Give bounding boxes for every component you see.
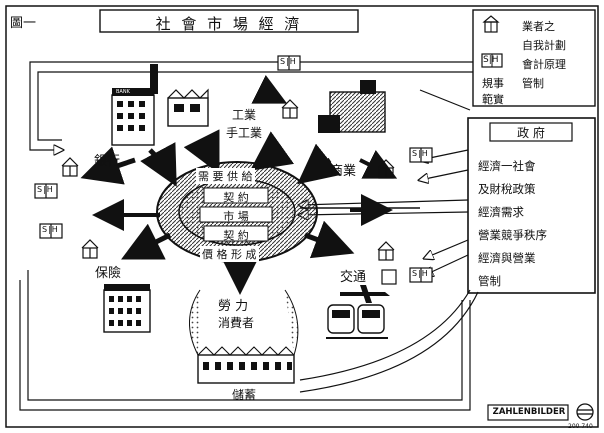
savings-label: 儲蓄 <box>232 386 256 403</box>
legend-sh-text: S|H <box>483 55 499 65</box>
sh-badge-transport: S|H <box>412 269 429 278</box>
footer-code: 200 740 <box>568 423 593 430</box>
commerce-label: 商業 <box>330 160 356 179</box>
government-item-4: 營業競爭秩序 <box>478 227 547 243</box>
footer-brand: ZAHLENBILDER <box>490 407 568 417</box>
legend-sh-label: 會計原理 <box>522 56 566 72</box>
bank-building <box>112 88 154 145</box>
consumer-label: 消費者 <box>218 314 254 331</box>
bank-sign: BANK <box>116 89 130 95</box>
sh-badge-industry: S|H <box>280 57 297 66</box>
diagram-title: 社 會 市 場 經 濟 <box>100 13 358 34</box>
figure-label: 圖一 <box>10 12 36 31</box>
market-label: 市 場 <box>200 208 272 224</box>
government-item-5: 經濟與營業 <box>478 250 536 266</box>
legend-control-b: 範實 <box>482 91 504 107</box>
sh-badge-commerce: S|H <box>412 149 429 158</box>
legend-control-a: 規事 <box>482 75 504 91</box>
legend-company-label-2: 自我計劃 <box>522 37 566 53</box>
contract-bottom-label: 契 約 <box>204 227 268 243</box>
government-title: 政 府 <box>490 124 572 141</box>
legend-company-label-1: 業者之 <box>522 18 555 34</box>
insurance-building <box>104 284 150 332</box>
industry-label-2: 手工業 <box>226 124 262 141</box>
government-item-6: 管制 <box>478 273 501 289</box>
legend-control-c: 管制 <box>522 75 544 91</box>
government-item-3: 經濟需求 <box>478 204 524 220</box>
price-formation-label: 價 格 形 成 <box>200 246 259 262</box>
insurance-label: 保險 <box>95 262 121 281</box>
bank-label: 銀行 <box>94 150 120 169</box>
government-item-2: 及財稅政策 <box>478 181 536 197</box>
contract-top-label: 契 約 <box>204 189 268 205</box>
government-item-1: 經濟一社會 <box>478 158 536 174</box>
sh-badge-insurance: S|H <box>42 225 59 234</box>
labor-label: 勞 力 <box>218 295 248 314</box>
industry-label-1: 工業 <box>232 106 256 123</box>
transport-label: 交通 <box>340 266 366 285</box>
supply-demand-label: 需 要 供 給 <box>196 168 255 184</box>
sh-badge-bank: S|H <box>37 185 54 194</box>
